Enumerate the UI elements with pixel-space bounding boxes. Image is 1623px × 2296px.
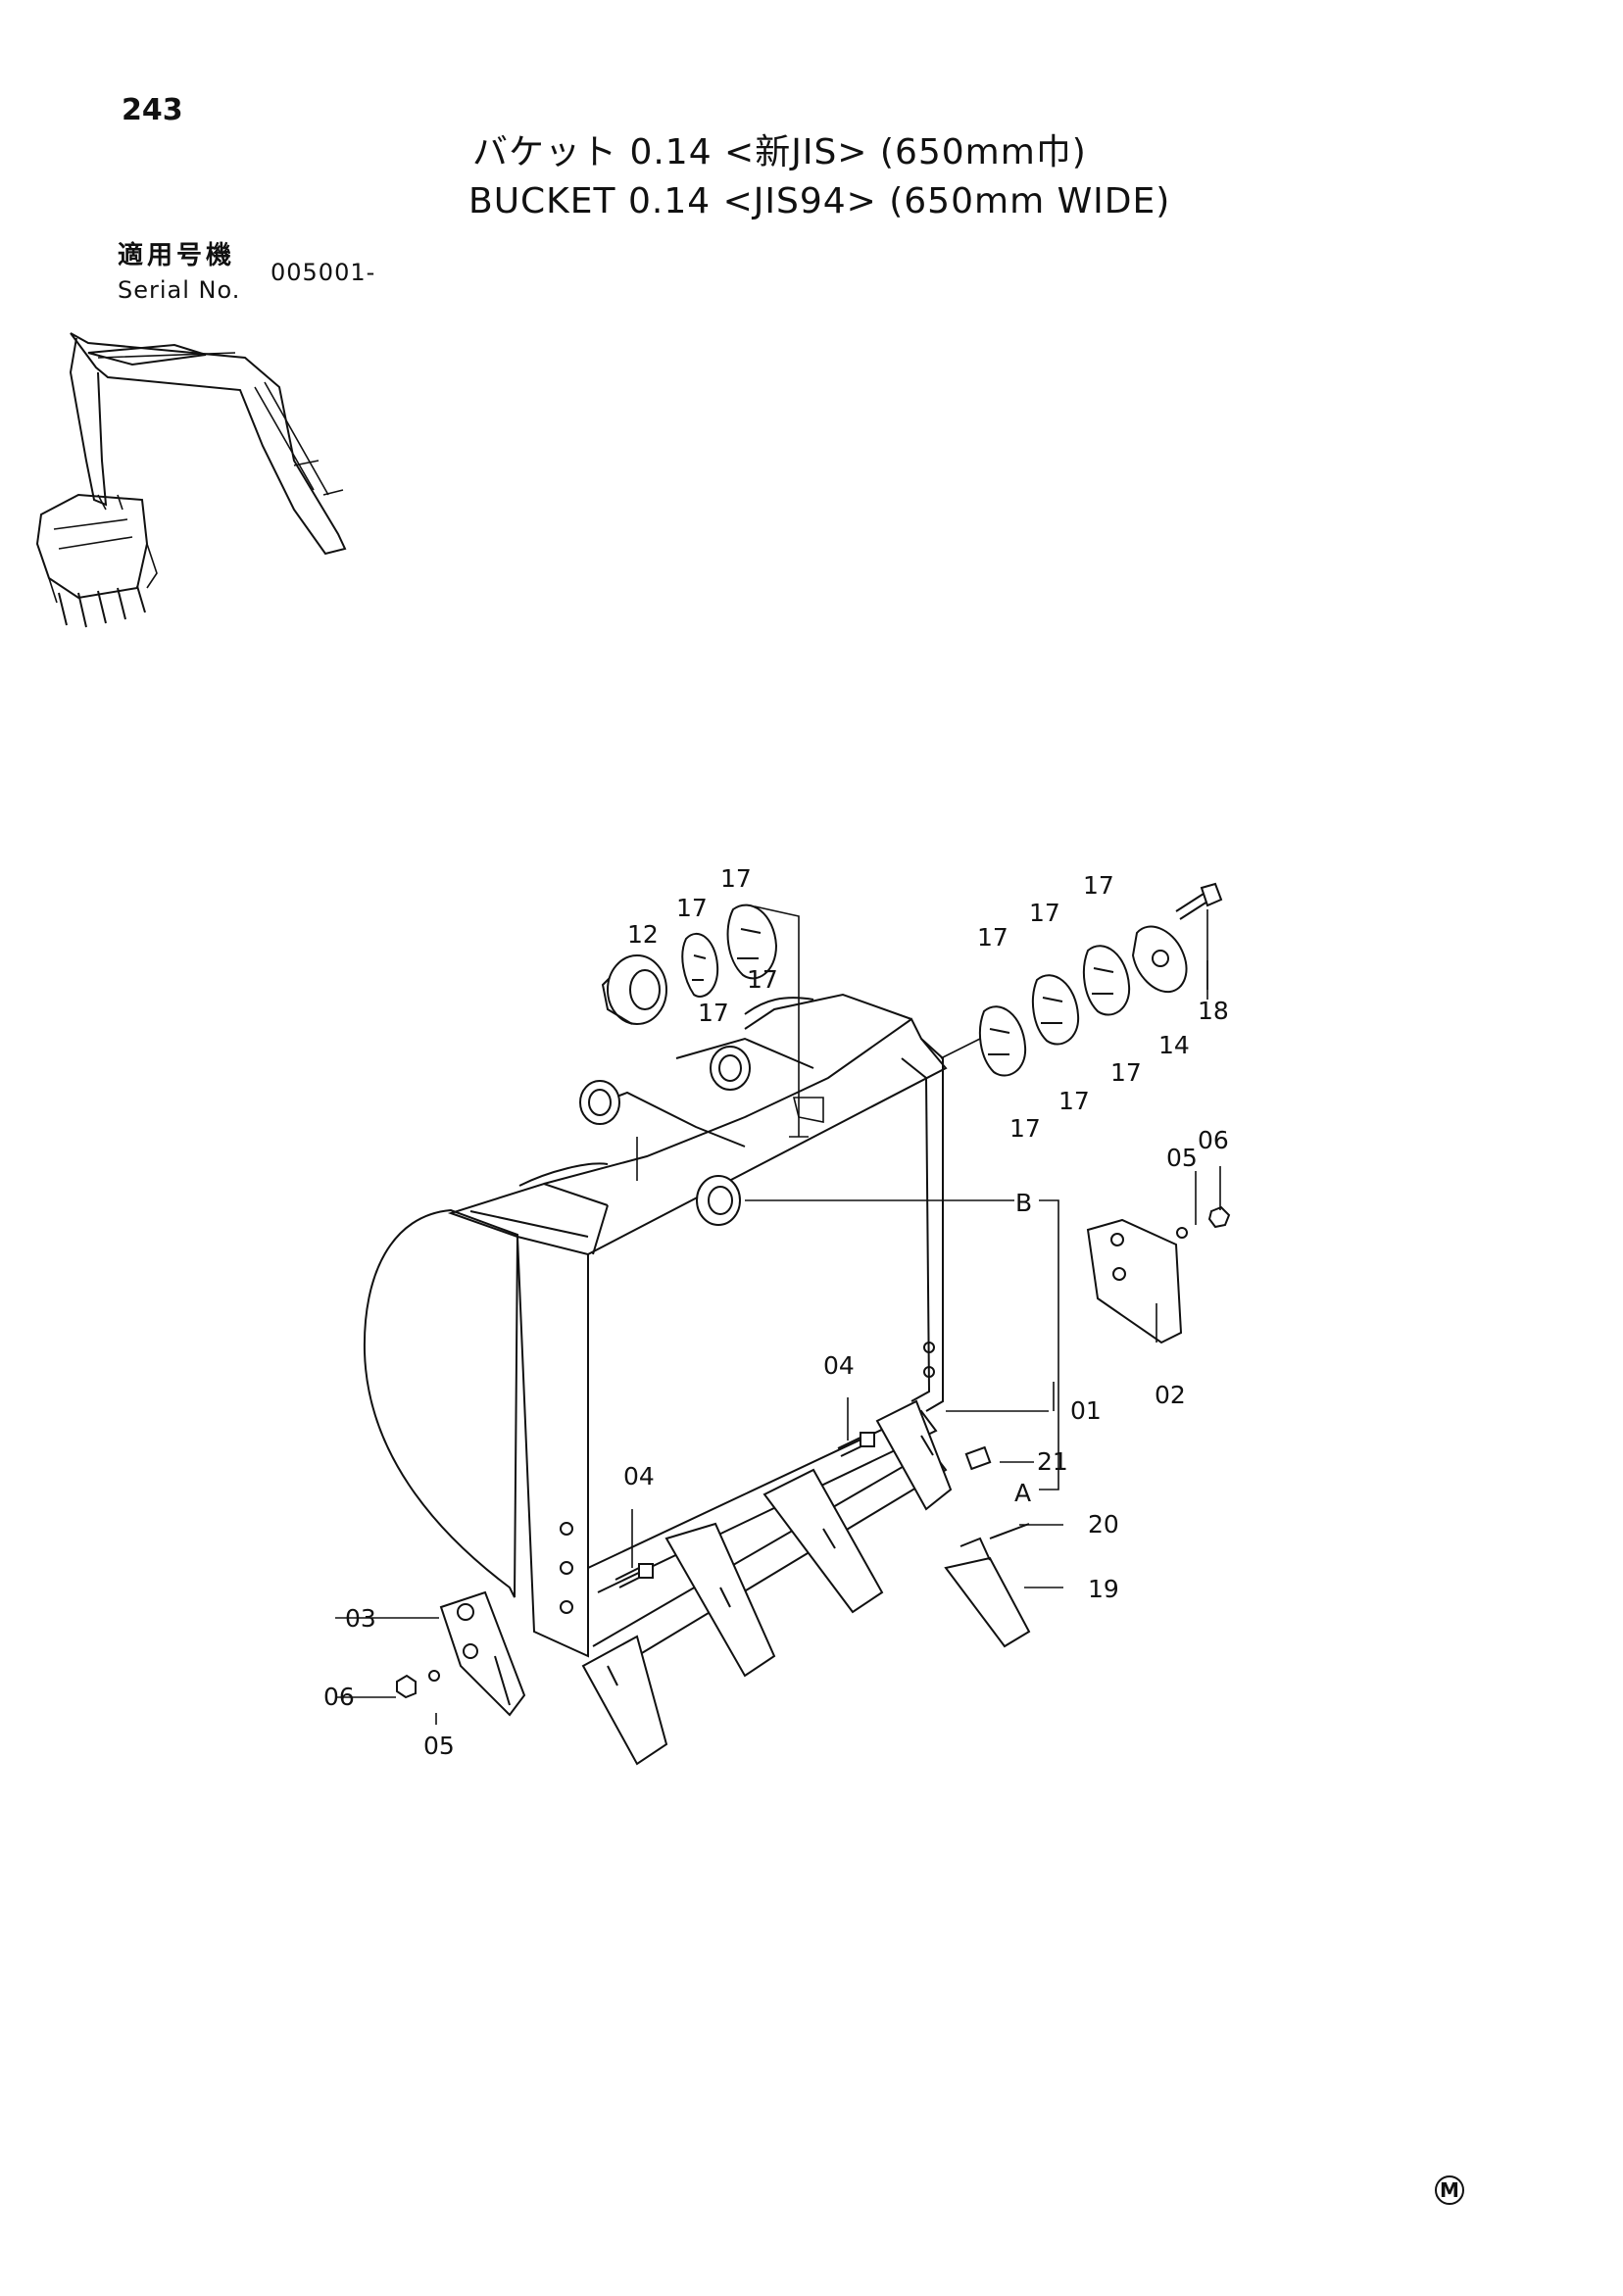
plate-14-and-bolt-18 <box>1131 882 1223 994</box>
callout-labels: 12 17 17 17 17 17 17 17 17 17 17 18 14 0… <box>323 864 1229 1760</box>
callout-17: 17 <box>1110 1058 1142 1087</box>
callout-19: 19 <box>1088 1575 1119 1603</box>
shims-17 <box>681 904 1131 1077</box>
callout-04: 04 <box>623 1462 655 1490</box>
callout-03: 03 <box>345 1604 376 1633</box>
callout-01: 01 <box>1070 1396 1102 1425</box>
bucket-teeth <box>581 1399 1031 1766</box>
side-cutters <box>396 1205 1231 1717</box>
callout-A: A <box>1014 1479 1031 1507</box>
serial-label-japanese: 適用号機 <box>118 241 236 270</box>
leader-lines <box>335 905 1221 1725</box>
callout-04: 04 <box>823 1351 855 1380</box>
pin-boss-12 <box>601 954 667 1025</box>
callout-06: 06 <box>1198 1126 1229 1154</box>
callout-B: B <box>1015 1189 1032 1217</box>
callout-05: 05 <box>1166 1144 1198 1172</box>
callout-17: 17 <box>1058 1087 1090 1115</box>
callout-20: 20 <box>1088 1510 1119 1539</box>
callout-12: 12 <box>627 920 659 949</box>
footer-mark: M <box>1435 2175 1464 2205</box>
callout-17: 17 <box>1083 871 1114 900</box>
bucket-body <box>363 993 948 1672</box>
callout-17: 17 <box>977 923 1008 952</box>
callout-17: 17 <box>698 999 729 1027</box>
callout-02: 02 <box>1155 1381 1186 1409</box>
serial-label-english: Serial No. <box>118 276 241 304</box>
excavator-key-sketch <box>35 332 347 628</box>
page-number: 243 <box>122 93 183 127</box>
callout-14: 14 <box>1158 1031 1190 1059</box>
page-title-japanese: バケット 0.14 <新JIS> (650mm巾) <box>472 132 1087 172</box>
callout-21: 21 <box>1037 1447 1068 1476</box>
callout-17: 17 <box>676 894 708 922</box>
callout-18: 18 <box>1198 997 1229 1025</box>
callout-17: 17 <box>747 965 778 994</box>
callout-17: 17 <box>1029 899 1060 927</box>
callout-06: 06 <box>323 1683 355 1711</box>
callout-17: 17 <box>1009 1114 1041 1143</box>
page-title-english: BUCKET 0.14 <JIS94> (650mm WIDE) <box>468 181 1171 221</box>
serial-number-value: 005001- <box>270 259 376 286</box>
callout-05: 05 <box>423 1732 455 1760</box>
callout-17: 17 <box>720 864 752 893</box>
